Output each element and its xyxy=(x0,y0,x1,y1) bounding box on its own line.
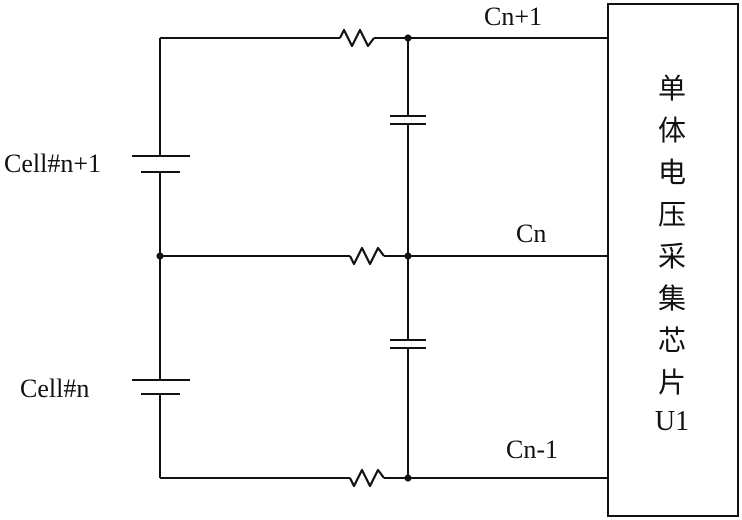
chip-ref: U1 xyxy=(655,406,689,437)
chip-char: 采 xyxy=(658,242,686,273)
chip-label: 单 体 电 压 采 集 芯 片 U1 xyxy=(655,73,689,437)
node-middle-label: Cn xyxy=(516,219,546,248)
chip-char: 压 xyxy=(658,200,686,231)
chip-char: 体 xyxy=(658,115,686,147)
chip-char: 电 xyxy=(658,157,686,189)
cell-upper-label: Cell#n+1 xyxy=(4,149,101,178)
cell-lower-label: Cell#n xyxy=(20,374,89,403)
chip-box xyxy=(607,3,739,517)
battery-cell-upper xyxy=(132,155,190,173)
junction-dot xyxy=(404,252,412,260)
node-bottom-label: Cn-1 xyxy=(506,435,558,464)
chip-char: 单 xyxy=(658,73,686,105)
junction-dot xyxy=(404,474,412,482)
resistor-top xyxy=(339,28,375,48)
capacitor-rail xyxy=(390,38,426,478)
top-line xyxy=(160,28,608,48)
junction-dot xyxy=(404,34,412,42)
battery-cell-lower xyxy=(132,379,190,395)
junctions xyxy=(156,34,412,482)
bottom-line xyxy=(160,468,608,488)
middle-line xyxy=(160,246,608,266)
chip-char: 片 xyxy=(658,367,686,399)
node-top-label: Cn+1 xyxy=(484,2,542,31)
resistor-bottom xyxy=(349,468,385,488)
junction-dot xyxy=(156,252,164,260)
resistor-middle xyxy=(349,246,385,266)
chip-char: 芯 xyxy=(658,325,686,357)
chip-char: 集 xyxy=(658,283,686,315)
